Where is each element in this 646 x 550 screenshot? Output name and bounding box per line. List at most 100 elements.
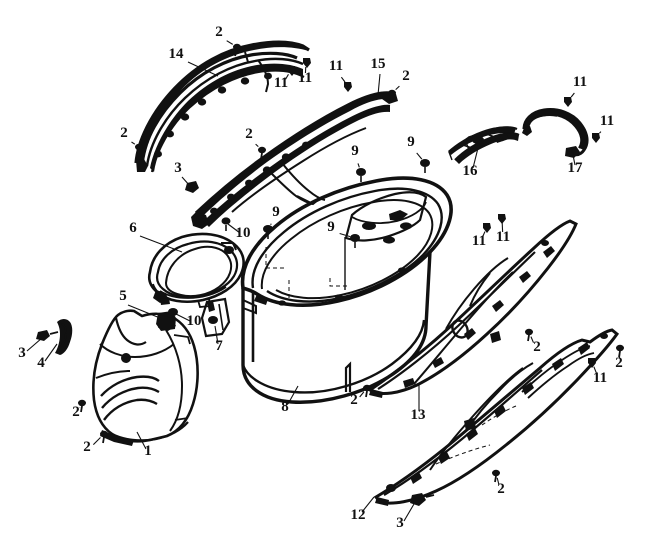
clip-callout-handle-b-leader bbox=[598, 131, 602, 134]
bolt-glyph bbox=[233, 43, 241, 57]
bolt-callout-cover-bottom-number: 2 bbox=[497, 481, 505, 497]
lower-side-cover-number: 12 bbox=[351, 507, 366, 523]
front-leg-shield-leader bbox=[136, 431, 147, 450]
nut-callout-box-left-leader bbox=[357, 163, 360, 168]
bolt-callout-cover-upper-number: 2 bbox=[533, 339, 541, 355]
nut-callout-box-right-leader bbox=[416, 152, 423, 160]
part-8-shape bbox=[240, 176, 453, 404]
clip-glyph bbox=[588, 358, 596, 368]
clip-callout-top-a-leader bbox=[285, 74, 289, 80]
mounting-plate-leader bbox=[214, 325, 219, 345]
bolt-callout-shield-bottom-number: 2 bbox=[83, 439, 91, 455]
clip-callout-handle-a-leader bbox=[570, 92, 575, 98]
small-vent-trim-number: 16 bbox=[463, 163, 479, 179]
part-12-shape bbox=[373, 328, 620, 506]
part-7-shape bbox=[200, 297, 231, 338]
nut-callout-box-center-leader bbox=[339, 232, 351, 238]
bolt-callout-shield-bottom-leader bbox=[92, 437, 101, 446]
hook-bracket-number: 4 bbox=[37, 355, 45, 371]
grommet-upper-number: 10 bbox=[236, 225, 251, 241]
screw-bottom-leader bbox=[403, 503, 415, 522]
fastener-glyphs bbox=[36, 43, 624, 506]
clip-glyph bbox=[344, 82, 352, 92]
nut-callout-box-center-number: 9 bbox=[327, 219, 335, 235]
part-6-shape bbox=[147, 232, 245, 308]
nut-glyph bbox=[350, 234, 360, 248]
clip-callout-right-b-number: 11 bbox=[496, 229, 510, 245]
seat-cover-number: 6 bbox=[129, 220, 137, 236]
bolt-callout-top-leader bbox=[226, 40, 234, 45]
clip-glyph bbox=[592, 133, 600, 143]
grommet-upper-leader bbox=[227, 223, 241, 234]
bolt-callout-right-rail-number: 2 bbox=[402, 68, 410, 84]
bolt-callout-far-right-number: 2 bbox=[615, 355, 623, 371]
grommet-glyph bbox=[168, 308, 178, 322]
grab-handle-number: 17 bbox=[568, 160, 584, 176]
retaining-clip-leader bbox=[127, 304, 161, 319]
bolt-glyph bbox=[525, 328, 533, 342]
clip-callout-lower-right-number: 11 bbox=[593, 370, 607, 386]
bolt-callout-mid-rail-leader bbox=[255, 143, 259, 148]
bolt-callout-top-number: 2 bbox=[215, 24, 223, 40]
hook-bracket-leader bbox=[44, 343, 58, 362]
upper-left-trim-rail-number: 14 bbox=[169, 46, 185, 62]
grommet-lower-number: 10 bbox=[187, 313, 202, 329]
part-13-shape bbox=[367, 219, 578, 398]
part-4-shape bbox=[55, 319, 73, 355]
right-side-cover-number: 13 bbox=[411, 407, 426, 423]
clip-callout-lower-right-leader bbox=[593, 366, 598, 374]
bolt-callout-shield-left-number: 2 bbox=[72, 404, 80, 420]
nut-glyph bbox=[420, 159, 430, 173]
front-leg-shield-number: 1 bbox=[144, 443, 152, 459]
mounting-plate-number: 7 bbox=[215, 338, 223, 354]
screw-glyph bbox=[36, 330, 59, 341]
bolt-callout-left-rail-leader bbox=[131, 141, 136, 145]
bolt-glyph bbox=[135, 143, 143, 157]
clip-callout-top-b-number: 11 bbox=[298, 70, 312, 86]
bolt-glyph bbox=[100, 430, 108, 444]
part-17-shape bbox=[522, 108, 589, 158]
bolt-glyph bbox=[363, 384, 371, 398]
nut-callout-box-lower-left-number: 9 bbox=[272, 204, 280, 220]
clip-callout-top-c-number: 11 bbox=[329, 58, 343, 74]
bolt-glyph bbox=[388, 89, 396, 103]
right-upper-trim-rail-leader bbox=[377, 73, 381, 96]
bolt-callout-mid-rail-number: 2 bbox=[245, 126, 253, 142]
clip-callout-top-c-leader bbox=[340, 76, 346, 83]
clip-callout-right-a-number: 11 bbox=[472, 233, 486, 249]
retaining-clip-number: 5 bbox=[119, 288, 127, 304]
screw-left-leader bbox=[26, 337, 43, 352]
clip-callout-handle-a-number: 11 bbox=[573, 74, 587, 90]
part-14-shape bbox=[134, 40, 310, 173]
clip-glyph bbox=[564, 97, 572, 107]
bolt-callout-cover-left-leader bbox=[359, 391, 365, 398]
clip-glyph bbox=[483, 223, 491, 233]
bolt-glyph bbox=[492, 469, 500, 483]
bolt-callout-left-rail-number: 2 bbox=[120, 125, 128, 141]
nut-glyph bbox=[263, 225, 273, 239]
clip-glyph bbox=[288, 66, 296, 76]
part-16-shape bbox=[448, 126, 520, 164]
screw-bottom-number: 3 bbox=[396, 515, 404, 531]
clip-glyph bbox=[498, 214, 506, 224]
upper-left-trim-rail-leader bbox=[187, 61, 219, 77]
grommet-lower-leader bbox=[175, 313, 191, 322]
clip-callout-handle-b-number: 11 bbox=[600, 113, 614, 129]
bolt-callout-cover-bottom-leader bbox=[496, 477, 500, 485]
screw-upper-leader bbox=[181, 176, 191, 187]
nut-callout-box-right-number: 9 bbox=[407, 134, 415, 150]
lower-side-cover-leader bbox=[361, 496, 375, 513]
clip-callout-right-a-leader bbox=[482, 231, 486, 237]
luggage-box-leader bbox=[287, 385, 299, 405]
bolt-glyph bbox=[78, 399, 86, 413]
luggage-box-number: 8 bbox=[281, 399, 289, 415]
screw-upper-number: 3 bbox=[174, 160, 182, 176]
clip-glyph bbox=[303, 58, 311, 68]
screw-left-number: 3 bbox=[18, 345, 26, 361]
screw-glyph bbox=[410, 493, 435, 506]
bolt-callout-cover-upper-leader bbox=[530, 336, 535, 343]
nut-callout-box-lower-left-leader bbox=[270, 223, 272, 226]
